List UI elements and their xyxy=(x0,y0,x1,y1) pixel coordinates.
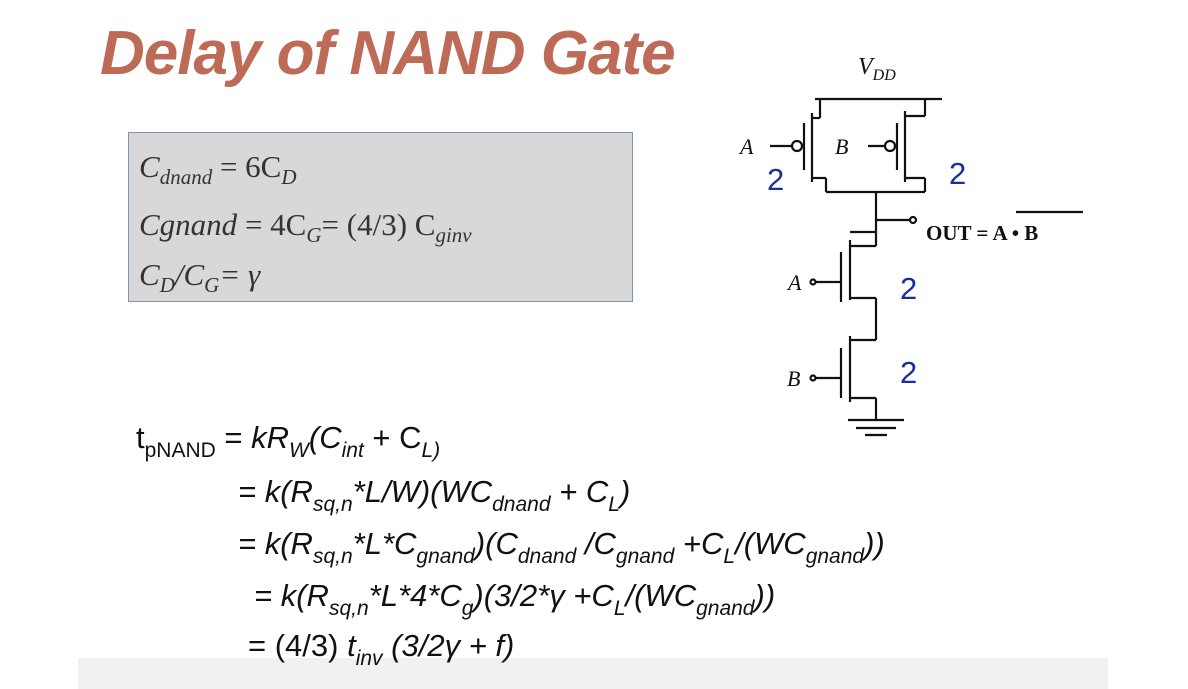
eq2-a: = k(R xyxy=(238,474,313,509)
eq1-l: L) xyxy=(421,439,441,462)
eq3-s3: dnand xyxy=(517,545,577,568)
eq4-d: /(WC xyxy=(625,578,697,613)
slide-title: Delay of NAND Gate xyxy=(100,19,676,88)
definition-line-2: Cgnand = 4CG= (4/3) Cginv xyxy=(139,207,472,246)
pmos-a-bubble xyxy=(790,139,804,153)
eq3-e: +C xyxy=(674,526,724,561)
eq2-b: *L/W)(WC xyxy=(352,474,493,509)
nmos-a-label: A xyxy=(786,270,802,295)
eq4-a: = k(R xyxy=(254,578,329,613)
eq2-d: ) xyxy=(619,474,631,509)
def1-sub1: dnand xyxy=(159,165,213,189)
def3-eq: = γ xyxy=(219,257,261,292)
out-label: OUT = A • B xyxy=(926,221,1038,245)
pmos-a-label: A xyxy=(738,134,754,159)
nmos-a-terminal xyxy=(809,278,817,286)
definition-line-3: CD/CG= γ xyxy=(139,257,261,296)
eq4-s4: gnand xyxy=(696,597,755,620)
eq1-t-sub: pNAND xyxy=(144,439,216,462)
eq3-b: *L*C xyxy=(352,526,417,561)
eq1-t: t xyxy=(136,420,145,455)
equation-line-1: tpNAND = kRW(Cint + CL) xyxy=(136,420,440,461)
eq3-s4: gnand xyxy=(615,545,675,568)
eq4-b: *L*4*C xyxy=(368,578,462,613)
eq3-c: )(C xyxy=(474,526,518,561)
eq1-krw: kR xyxy=(251,420,290,455)
def2-sub2: ginv xyxy=(435,223,472,247)
eq4-s1: sq,n xyxy=(328,597,369,620)
nand-schematic: VDD A B A B OUT = A • B 2 2 2 2 xyxy=(738,54,1083,437)
def3-sub2: G xyxy=(204,273,220,297)
pmos-a-size: 2 xyxy=(767,162,784,197)
eq4-s2: g xyxy=(461,597,474,620)
eq1-w: W xyxy=(289,439,309,462)
nmos-b-label: B xyxy=(787,366,800,391)
equation-line-2: = k(Rsq,n*L/W)(WCdnand + CL) xyxy=(238,474,631,515)
nmos-b-terminal xyxy=(809,374,817,382)
eq1-int: int xyxy=(341,439,364,462)
eq3-s6: gnand xyxy=(805,545,865,568)
eq2-s3: L xyxy=(608,493,620,516)
nmos-a-size: 2 xyxy=(900,271,917,306)
bottom-strip xyxy=(78,658,1108,689)
pmos-b-size: 2 xyxy=(949,156,966,191)
def3-mid: /C xyxy=(174,257,205,292)
eq1-eq: = xyxy=(215,420,252,455)
eq1-cint: (C xyxy=(308,420,342,455)
eq3-s5: L xyxy=(723,545,736,568)
eq3-d: /C xyxy=(576,526,616,561)
output-terminal xyxy=(908,215,918,225)
def1-eq: = 6C xyxy=(212,149,282,184)
vdd-label: VDD xyxy=(858,54,896,84)
pmos-b-bubble xyxy=(883,139,897,153)
def1-c: C xyxy=(139,149,160,184)
eq3-s1: sq,n xyxy=(312,545,353,568)
eq3-s2: gnand xyxy=(416,545,475,568)
eq3-a: = k(R xyxy=(238,526,313,561)
nmos-b-size: 2 xyxy=(900,355,917,390)
eq4-s3: L xyxy=(613,597,626,620)
eq4-c: )(3/2*γ +C xyxy=(473,578,614,613)
eq2-c: + C xyxy=(550,474,609,509)
eq3-g: )) xyxy=(864,526,885,561)
definitions-box: Cdnand = 6CD Cgnand = 4CG= (4/3) Cginv C… xyxy=(128,132,633,302)
def3-sub1: D xyxy=(159,273,175,297)
eq3-f: /(WC xyxy=(735,526,806,561)
def2-sub1: G xyxy=(306,223,322,247)
def2-c: Cgnand xyxy=(139,207,238,242)
def2-eq2: = (4/3) C xyxy=(321,207,436,242)
eq4-e: )) xyxy=(754,578,776,613)
equation-line-3: = k(Rsq,n*L*Cgnand)(Cdnand /Cgnand +CL/(… xyxy=(238,526,885,567)
equation-line-4: = k(Rsq,n*L*4*Cg)(3/2*γ +CL/(WCgnand)) xyxy=(254,578,776,619)
eq2-s1: sq,n xyxy=(312,493,353,516)
out-expression: A • B xyxy=(992,221,1038,245)
eq2-s2: dnand xyxy=(492,493,551,516)
eq1-plus: + C xyxy=(363,420,422,455)
pmos-b-label: B xyxy=(835,134,848,159)
definition-line-1: Cdnand = 6CD xyxy=(139,149,297,188)
def1-sub2: D xyxy=(281,165,297,189)
def3-c: C xyxy=(139,257,160,292)
def2-eq: = 4C xyxy=(237,207,307,242)
